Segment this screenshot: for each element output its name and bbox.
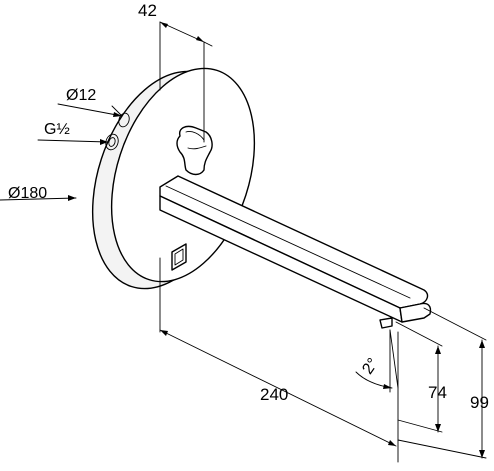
spout-body [159, 175, 432, 329]
lever-handle [176, 125, 213, 176]
plate-holes [105, 112, 130, 151]
sensor-window [171, 243, 187, 271]
ann-thread-label: G½ [44, 121, 70, 138]
small-hole [118, 112, 130, 128]
aerator [379, 317, 393, 329]
dim-74-label: 74 [428, 383, 447, 402]
dim-42-label: 42 [138, 1, 157, 20]
dim-angle-label: 2° [359, 355, 382, 377]
ann-thread: G½ [37, 121, 109, 145]
dim-240: 240 [159, 257, 399, 463]
ann-plate-diameter: Ø180 [0, 185, 77, 202]
thread-hole-inner [108, 137, 116, 147]
ann-hole-diameter: Ø12 [57, 87, 123, 117]
thread-hole [105, 133, 119, 151]
dim-99-label: 99 [470, 393, 489, 412]
extension-lines-right [395, 307, 487, 459]
dim-angle: 2° [355, 329, 399, 393]
ann-plate-diameter-label: Ø180 [8, 185, 47, 202]
dim-42: 42 [138, 1, 213, 143]
dim-240-label: 240 [260, 385, 288, 404]
dim-74: 74 [428, 345, 447, 433]
dim-99: 99 [470, 339, 489, 459]
ann-hole-diameter-label: Ø12 [66, 87, 96, 104]
